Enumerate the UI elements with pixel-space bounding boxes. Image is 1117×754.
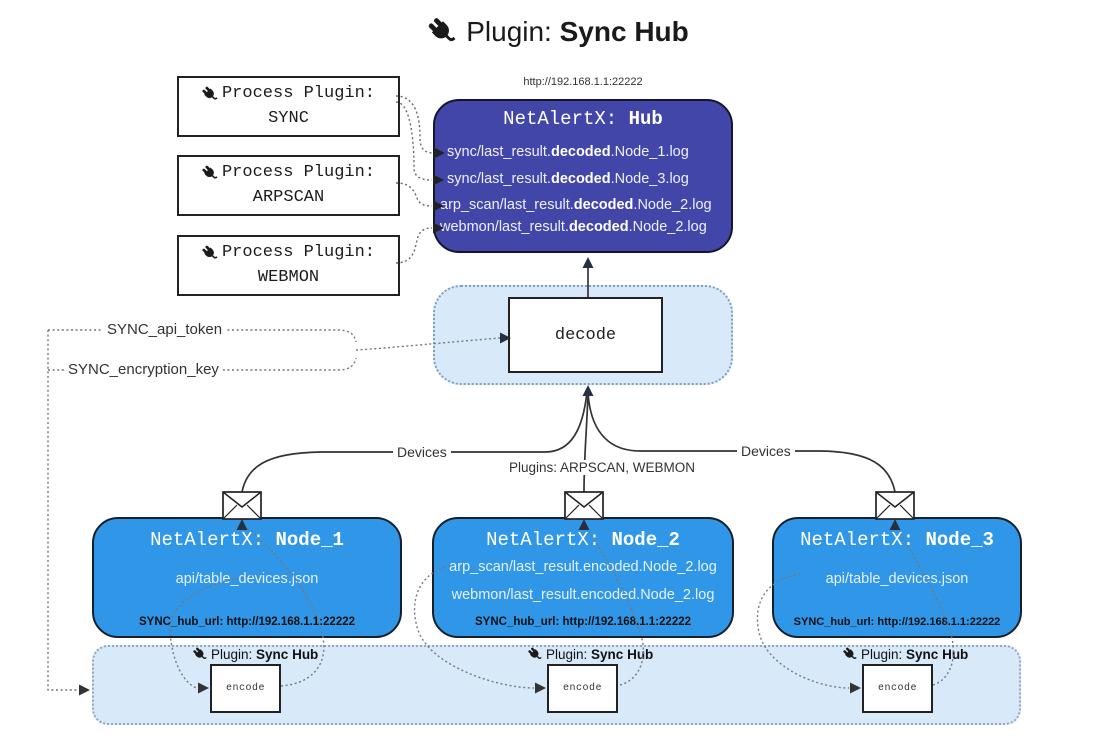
- hub-log-line: arp_scan/last_result.decoded.Node_2.log: [440, 197, 712, 213]
- hub-title-prefix: NetAlertX:: [503, 108, 629, 130]
- devices-label-left: Devices: [393, 444, 451, 460]
- node-file: api/table_devices.json: [825, 571, 969, 587]
- decode-box: decode: [508, 297, 663, 373]
- node-hub-url: SYNC_hub_url: http://192.168.1.1:22222: [474, 616, 692, 628]
- node-2-box: NetAlertX: Node_2 arp_scan/last_result.e…: [432, 517, 734, 638]
- encode-box: encode: [547, 664, 618, 713]
- decode-label: decode: [554, 325, 617, 345]
- edge-sync-to-hub: [395, 95, 434, 264]
- node-hub-url: SYNC_hub_url: http://192.168.1.1:22222: [793, 616, 1001, 628]
- plugins-edge-label: Plugins: ARPSCAN, WEBMON: [505, 460, 700, 475]
- envelope-icon: [222, 491, 915, 520]
- sync-encryption-key-label: SYNC_encryption_key: [64, 361, 223, 378]
- node-file: webmon/last_result.encoded.Node_2.log: [451, 587, 715, 603]
- devices-label-right: Devices: [737, 443, 795, 459]
- plug-icon: [843, 647, 858, 662]
- node-title: NetAlertX: Node_3: [800, 529, 994, 551]
- plug-icon: [201, 244, 219, 262]
- process-plugin-label: Process Plugin:: [221, 162, 376, 182]
- plug-icon: [201, 85, 219, 103]
- title-name: Sync Hub: [559, 16, 689, 47]
- process-plugin-label: Process Plugin:: [221, 242, 376, 262]
- node-title: NetAlertX: Node_1: [150, 529, 344, 551]
- encode-label: encode: [562, 683, 602, 694]
- hub-log-line: sync/last_result.decoded.Node_3.log: [447, 171, 689, 187]
- encoder-label: Plugin: Sync Hub: [193, 647, 318, 662]
- hub-url-label: http://192.168.1.1:22222: [523, 76, 643, 88]
- hub-log-line: sync/last_result.decoded.Node_1.log: [447, 144, 689, 160]
- process-plugin-webmon: Process Plugin: WEBMON: [177, 235, 400, 296]
- node-file: api/table_devices.json: [175, 571, 319, 587]
- plug-icon: [201, 164, 219, 182]
- hub-box: [433, 99, 733, 253]
- node-title: NetAlertX: Node_2: [486, 529, 680, 551]
- encode-box: encode: [210, 664, 281, 713]
- plug-icon: [428, 17, 459, 47]
- title-prefix: Plugin:: [466, 16, 552, 47]
- process-plugin-name: ARPSCAN: [252, 187, 325, 207]
- process-plugin-name: SYNC: [268, 108, 309, 128]
- sync-api-token-label: SYNC_api_token: [103, 321, 227, 338]
- plug-icon: [193, 647, 208, 662]
- plug-icon: [528, 647, 543, 662]
- encode-label: encode: [877, 683, 917, 694]
- process-plugin-label: Process Plugin:: [221, 83, 376, 103]
- encoder-label: Plugin: Sync Hub: [843, 647, 968, 662]
- encode-label: encode: [225, 683, 265, 694]
- page-title: Plugin: Sync Hub: [0, 16, 1117, 48]
- encoder-label: Plugin: Sync Hub: [528, 647, 653, 662]
- encode-box: encode: [862, 664, 933, 713]
- node-file: arp_scan/last_result.encoded.Node_2.log: [449, 559, 717, 575]
- process-plugin-sync: Process Plugin: SYNC: [177, 76, 400, 137]
- hub-log-line: webmon/last_result.decoded.Node_2.log: [440, 219, 707, 235]
- hub-title: NetAlertX: Hub: [433, 108, 733, 130]
- node-3-box: NetAlertX: Node_3 api/table_devices.json…: [772, 517, 1022, 638]
- hub-title-name: Hub: [628, 108, 663, 130]
- process-plugin-name: WEBMON: [257, 267, 320, 287]
- node-hub-url: SYNC_hub_url: http://192.168.1.1:22222: [138, 616, 356, 628]
- process-plugin-arpscan: Process Plugin: ARPSCAN: [177, 155, 400, 216]
- node-1-box: NetAlertX: Node_1 api/table_devices.json…: [92, 517, 402, 638]
